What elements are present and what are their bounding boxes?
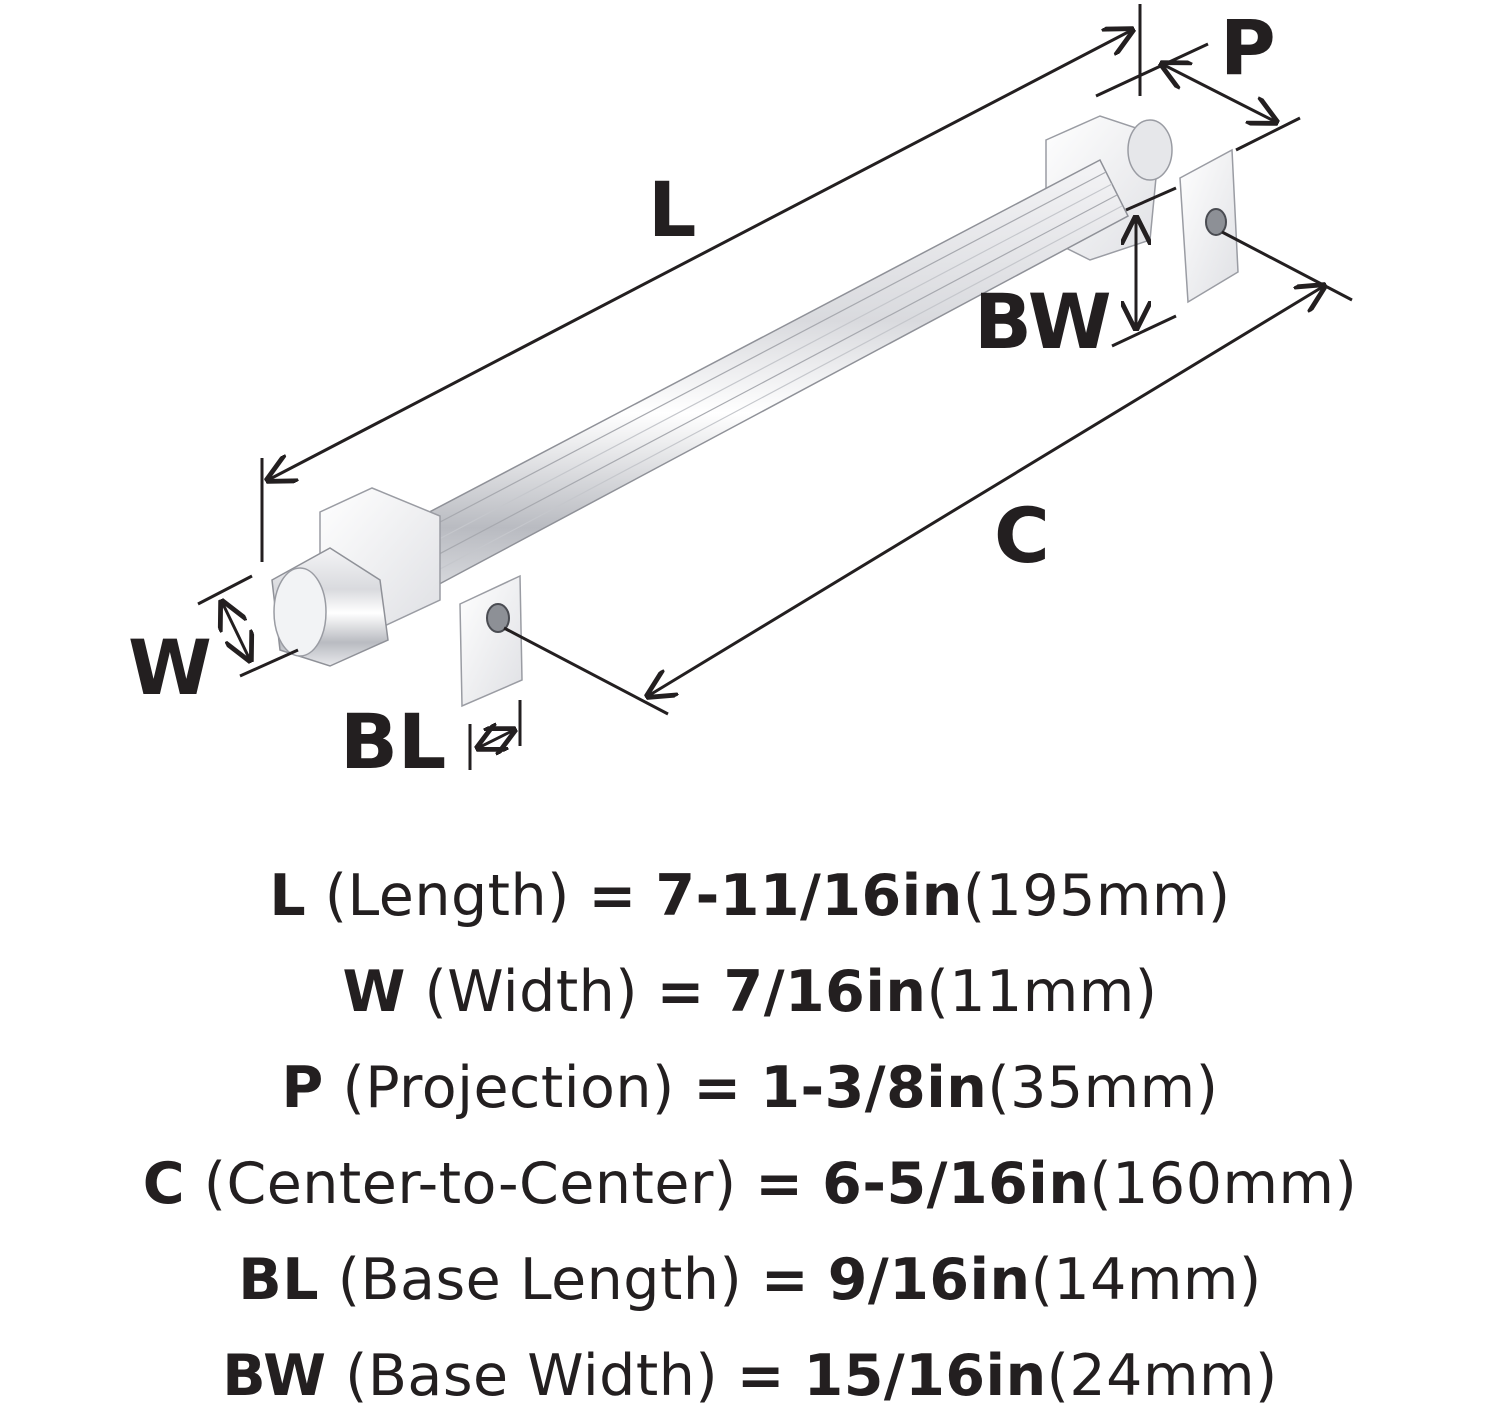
spec-eq: = bbox=[693, 1055, 742, 1121]
spec-metric: (160mm) bbox=[1089, 1151, 1358, 1217]
spec-metric: (11mm) bbox=[926, 959, 1158, 1025]
label-BW: BW bbox=[974, 277, 1112, 366]
spec-metric: (14mm) bbox=[1030, 1247, 1262, 1313]
spec-length: L (Length) = 7-11/16in(195mm) bbox=[0, 848, 1500, 944]
label-BL: BL bbox=[340, 697, 446, 786]
spec-key: BL bbox=[238, 1247, 320, 1313]
spec-metric: (195mm) bbox=[962, 863, 1231, 929]
spec-name: (Base Width) bbox=[345, 1343, 719, 1409]
spec-value: 9/16in bbox=[827, 1247, 1031, 1313]
label-P: P bbox=[1220, 3, 1276, 92]
spec-eq: = bbox=[760, 1247, 810, 1313]
label-W: W bbox=[128, 623, 212, 712]
spec-metric: (24mm) bbox=[1046, 1343, 1278, 1409]
spec-eq: = bbox=[656, 959, 705, 1025]
spec-value: 1-3/8in bbox=[760, 1055, 988, 1121]
spec-key: BW bbox=[222, 1343, 327, 1409]
spec-eq: = bbox=[588, 863, 637, 929]
label-L: L bbox=[648, 165, 696, 254]
cabinet-pull-dimension-diagram: L P BW C W BL bbox=[128, 3, 1353, 786]
spec-name: (Width) bbox=[424, 959, 639, 1025]
spec-name: (Length) bbox=[324, 863, 570, 929]
spec-key: P bbox=[281, 1055, 324, 1121]
spec-value: 7-11/16in bbox=[655, 863, 963, 929]
spec-key: L bbox=[269, 863, 307, 929]
spec-value: 15/16in bbox=[803, 1343, 1047, 1409]
spec-base-length: BL (Base Length) = 9/16in(14mm) bbox=[0, 1232, 1500, 1328]
spec-center-to-center: C (Center-to-Center) = 6-5/16in(160mm) bbox=[0, 1136, 1500, 1232]
spec-metric: (35mm) bbox=[987, 1055, 1219, 1121]
spec-key: W bbox=[342, 959, 406, 1025]
pull-handle-illustration bbox=[271, 115, 1239, 708]
spec-name: (Base Length) bbox=[337, 1247, 743, 1313]
spec-width: W (Width) = 7/16in(11mm) bbox=[0, 944, 1500, 1040]
spec-value: 7/16in bbox=[723, 959, 927, 1025]
spec-base-width: BW (Base Width) = 15/16in(24mm) bbox=[0, 1328, 1500, 1424]
dimension-lines bbox=[197, 4, 1353, 770]
spec-name: (Center-to-Center) bbox=[203, 1151, 737, 1217]
label-C: C bbox=[994, 491, 1050, 580]
spec-name: (Projection) bbox=[342, 1055, 675, 1121]
spec-key: C bbox=[142, 1151, 186, 1217]
dimension-specs: L (Length) = 7-11/16in(195mm) W (Width) … bbox=[0, 848, 1500, 1424]
left-post bbox=[271, 487, 523, 708]
spec-value: 6-5/16in bbox=[822, 1151, 1090, 1217]
spec-eq: = bbox=[755, 1151, 804, 1217]
spec-projection: P (Projection) = 1-3/8in(35mm) bbox=[0, 1040, 1500, 1136]
spec-eq: = bbox=[736, 1343, 785, 1409]
